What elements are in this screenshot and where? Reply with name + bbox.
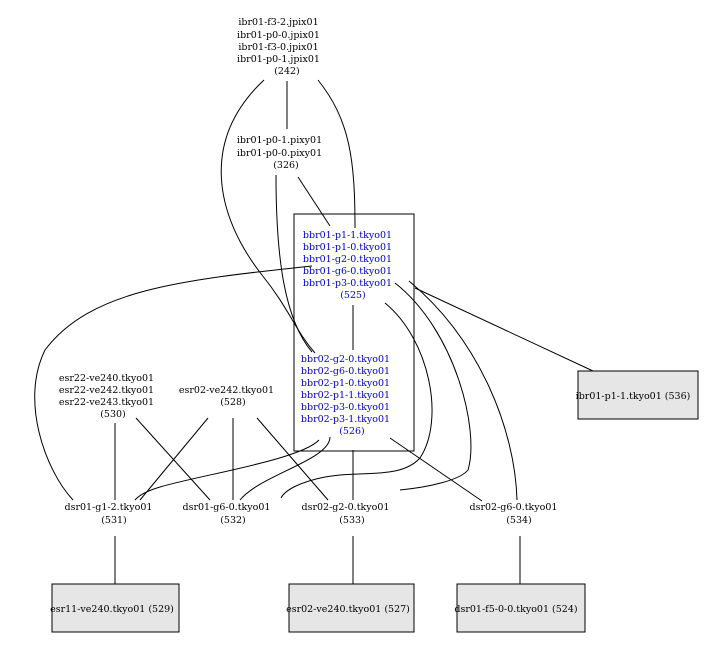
node-532-line-2: (532) [220, 515, 246, 526]
node-528-line-2: (528) [220, 397, 246, 408]
node-525-line-5: bbr01-p3-0.tkyo01 [303, 278, 392, 289]
node-525-line-4: bbr01-g6-0.tkyo01 [303, 266, 392, 277]
node-526-line-1: bbr02-g2-0.tkyo01 [301, 354, 390, 365]
node-530-line-1: esr22-ve240.tkyo01 [59, 373, 154, 384]
edge-525-533-a [280, 302, 433, 499]
node-536-label: ibr01-p1-1.tkyo01 (536) [576, 391, 691, 402]
node-526-line-7: (526) [339, 426, 365, 437]
node-525-line-2: bbr01-p1-0.tkyo01 [303, 242, 392, 253]
node-533-label: dsr02-g2-0.tkyo01 (533) [302, 502, 393, 526]
node-529-line-1: esr11-ve240.tkyo01 (529) [50, 604, 174, 615]
node-524-label: dsr01-f5-0-0.tkyo01 (524) [454, 604, 577, 615]
edges [34, 79, 594, 584]
tkyo01-backbone-cluster-box [293, 213, 415, 452]
edge-525-531 [34, 265, 313, 501]
node-532-label: dsr01-g6-0.tkyo01 (532) [183, 502, 274, 526]
edge-526-532 [239, 436, 331, 501]
node-242-label: ibr01-f3-2.jpix01 ibr01-p0-0.jpix01 ibr0… [237, 17, 323, 77]
node-242-line-5: (242) [274, 66, 300, 77]
node-526-line-3: bbr02-p1-0.tkyo01 [301, 378, 390, 389]
edge-326-525 [297, 176, 331, 227]
edge-528-533 [256, 417, 329, 501]
node-242-line-4: ibr01-p0-1.jpix01 [237, 54, 320, 65]
node-526-line-4: bbr02-p1-1.tkyo01 [301, 390, 390, 401]
node-534-label: dsr02-g6-0.tkyo01 (534) [470, 502, 561, 526]
node-531-label: dsr01-g1-2.tkyo01 (531) [65, 502, 156, 526]
node-326-line-1: ibr01-p0-1.pixy01 [237, 135, 322, 146]
node-528-line-1: esr02-ve242.tkyo01 [179, 385, 274, 396]
node-242-line-3: ibr01-f3-0.jpix01 [238, 42, 318, 53]
node-525-label: bbr01-p1-1.tkyo01 bbr01-p1-0.tkyo01 bbr0… [303, 230, 395, 301]
edge-526-534 [389, 437, 483, 502]
edge-326-526 [275, 174, 313, 353]
node-525-line-6: (525) [340, 290, 366, 301]
edge-528-531 [139, 417, 209, 501]
node-labels: ibr01-f3-2.jpix01 ibr01-p0-0.jpix01 ibr0… [50, 17, 690, 615]
node-526-label: bbr02-g2-0.tkyo01 bbr02-g6-0.tkyo01 bbr0… [301, 354, 393, 437]
node-530-line-4: (530) [100, 409, 126, 420]
node-527-box [288, 583, 415, 633]
edge-525-534 [408, 280, 518, 501]
node-533-line-1: dsr02-g2-0.tkyo01 [302, 502, 390, 513]
edge-526-531 [134, 439, 320, 501]
node-527-label: esr02-ve240.tkyo01 (527) [286, 604, 410, 615]
edge-525-536 [414, 287, 594, 372]
edge-525-533-b [394, 282, 472, 491]
node-528-label: esr02-ve242.tkyo01 (528) [179, 385, 277, 408]
node-530-label: esr22-ve240.tkyo01 esr22-ve242.tkyo01 es… [59, 373, 157, 420]
node-532-line-1: dsr01-g6-0.tkyo01 [183, 502, 271, 513]
node-536-box [577, 370, 699, 420]
node-530-line-3: esr22-ve243.tkyo01 [59, 397, 154, 408]
node-526-line-6: bbr02-p3-1.tkyo01 [301, 414, 390, 425]
edge-242-525 [317, 79, 356, 229]
node-531-line-1: dsr01-g1-2.tkyo01 [65, 502, 153, 513]
edge-530-532 [135, 417, 211, 501]
node-534-line-1: dsr02-g6-0.tkyo01 [470, 502, 558, 513]
node-533-line-2: (533) [339, 515, 365, 526]
node-526-line-5: bbr02-p3-0.tkyo01 [301, 402, 390, 413]
node-529-label: esr11-ve240.tkyo01 (529) [50, 604, 174, 615]
node-536-line-1: ibr01-p1-1.tkyo01 (536) [576, 391, 691, 402]
node-326-label: ibr01-p0-1.pixy01 ibr01-p0-0.pixy01 (326… [237, 135, 325, 171]
node-524-line-1: dsr01-f5-0-0.tkyo01 (524) [454, 604, 577, 615]
node-525-line-3: bbr01-g2-0.tkyo01 [303, 254, 392, 265]
node-525-line-1: bbr01-p1-1.tkyo01 [303, 230, 392, 241]
node-326-line-2: ibr01-p0-0.pixy01 [237, 148, 322, 159]
node-326-line-3: (326) [273, 160, 299, 171]
node-526-line-2: bbr02-g6-0.tkyo01 [301, 366, 390, 377]
node-534-line-2: (534) [506, 515, 532, 526]
node-524-box [456, 583, 586, 633]
node-242-line-1: ibr01-f3-2.jpix01 [238, 17, 318, 28]
node-531-line-2: (531) [101, 515, 127, 526]
node-530-line-2: esr22-ve242.tkyo01 [59, 385, 154, 396]
node-242-line-2: ibr01-p0-0.jpix01 [237, 30, 320, 41]
node-527-line-1: esr02-ve240.tkyo01 (527) [286, 604, 410, 615]
